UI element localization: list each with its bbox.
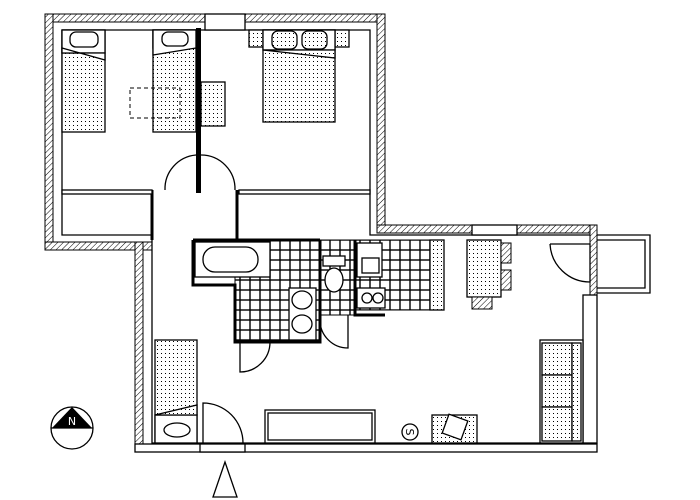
balcony — [597, 234, 651, 294]
compass-icon: N — [50, 406, 94, 450]
toilet-door[interactable] — [319, 315, 349, 349]
single-bed-1 — [61, 29, 106, 133]
kitchen — [353, 239, 445, 317]
desk-outline — [129, 87, 181, 119]
round-table — [401, 423, 419, 441]
bathroom — [191, 238, 322, 344]
bathroom-door[interactable] — [239, 341, 271, 373]
cooktop — [356, 287, 386, 309]
sofa — [539, 339, 584, 444]
entry-door[interactable] — [202, 402, 244, 444]
kitchen-counter — [429, 239, 445, 311]
chair — [500, 269, 512, 291]
balcony-door[interactable] — [549, 243, 591, 283]
pillow — [301, 30, 328, 50]
closet-left — [61, 189, 153, 195]
pillow — [161, 31, 189, 47]
wardrobe — [200, 81, 226, 127]
wall-east-upper — [376, 13, 386, 231]
item-label: S — [403, 429, 416, 436]
entrance-marker-icon — [212, 459, 238, 498]
closet-right — [238, 189, 371, 195]
chair — [500, 242, 512, 264]
double-bed — [248, 29, 350, 123]
sideboard — [264, 409, 376, 444]
compass-label: N — [68, 415, 76, 428]
toilet — [324, 267, 344, 293]
bedroom-partition-wall — [196, 28, 201, 193]
wall-south — [134, 443, 598, 453]
bedroom-door-swings[interactable] — [164, 154, 236, 191]
wall-west-lower — [134, 241, 144, 453]
entry-threshold — [199, 443, 246, 453]
single-bed-3 — [154, 339, 198, 444]
toilet-tank — [322, 255, 346, 267]
toilet-room — [318, 239, 357, 349]
window-north — [204, 13, 246, 31]
window-kitchen — [471, 224, 518, 236]
window-living-east — [582, 294, 598, 444]
dining-table — [466, 239, 502, 298]
chair — [471, 296, 493, 310]
single-bed-2 — [152, 29, 197, 133]
pillow — [163, 422, 191, 438]
kitchen-sink — [356, 242, 383, 278]
wall-west-upper — [44, 13, 54, 251]
pillow — [271, 30, 298, 50]
pillow — [69, 31, 99, 48]
armchair — [441, 413, 469, 441]
